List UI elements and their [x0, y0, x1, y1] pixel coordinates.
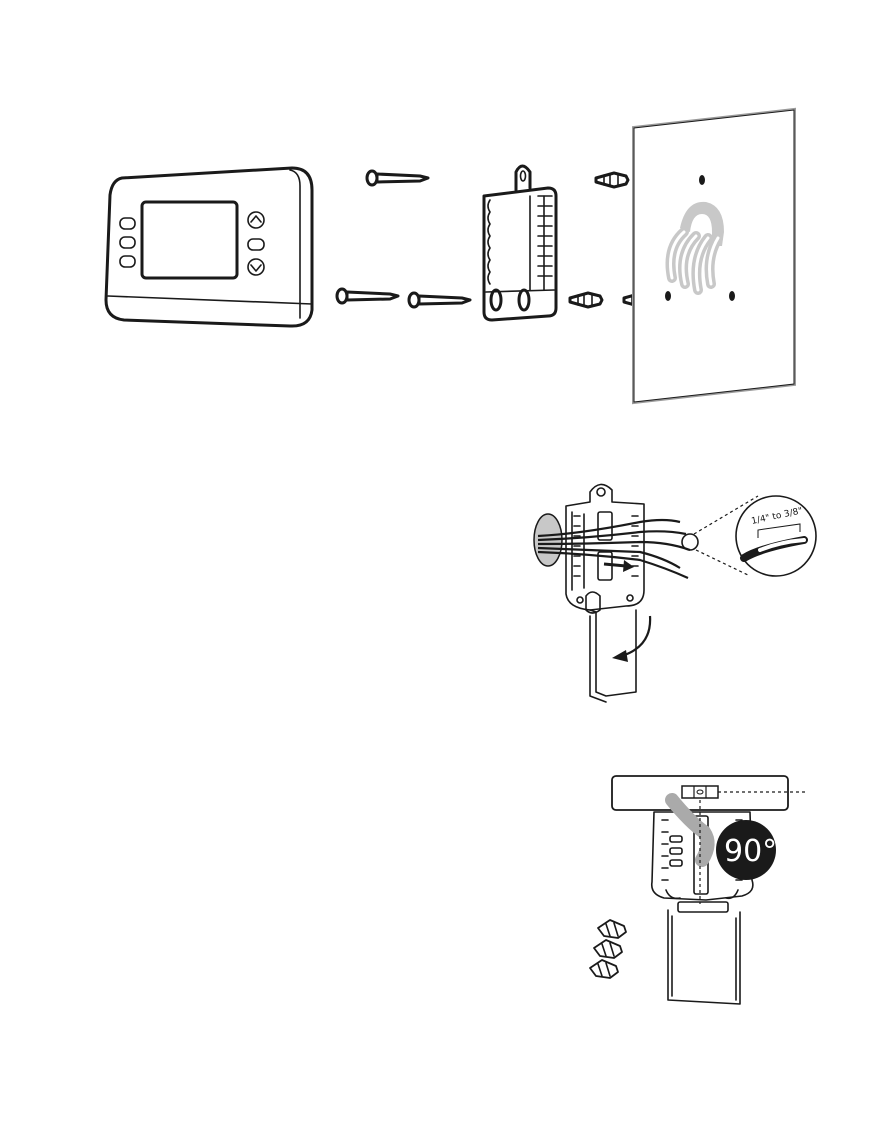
wallplate-door [590, 610, 636, 702]
insert-arrow [604, 560, 634, 572]
door-rotate-arrow [612, 616, 650, 662]
exploded-mounting-svg [0, 0, 881, 420]
wall-anchor [596, 173, 628, 187]
screw [409, 293, 470, 307]
wall-anchor [590, 960, 618, 978]
wall-anchor [598, 920, 626, 938]
strip-length-label: 1/4" to 3/8" [751, 506, 804, 527]
exploded-mounting-diagram [0, 0, 881, 420]
leveling-diagram: 90° [0, 740, 881, 1121]
wall-anchor [594, 940, 622, 958]
screw [337, 289, 398, 303]
thermostat-display [142, 202, 237, 278]
wall-panel [634, 110, 794, 402]
wallplate-door [668, 910, 740, 1004]
wire-insertion-diagram: 1/4" to 3/8" [0, 420, 881, 740]
leveling-svg: 90° [0, 740, 881, 1121]
angle-label: 90° [724, 834, 777, 869]
strip-length-callout: 1/4" to 3/8" [682, 496, 816, 576]
wire-insertion-svg: 1/4" to 3/8" [0, 420, 881, 740]
angle-badge: 90° [716, 820, 777, 880]
thermostat-unit [106, 168, 312, 326]
wallplate [484, 166, 556, 320]
screw [367, 171, 428, 185]
wall-anchor [570, 293, 602, 307]
level-bar [612, 776, 805, 810]
